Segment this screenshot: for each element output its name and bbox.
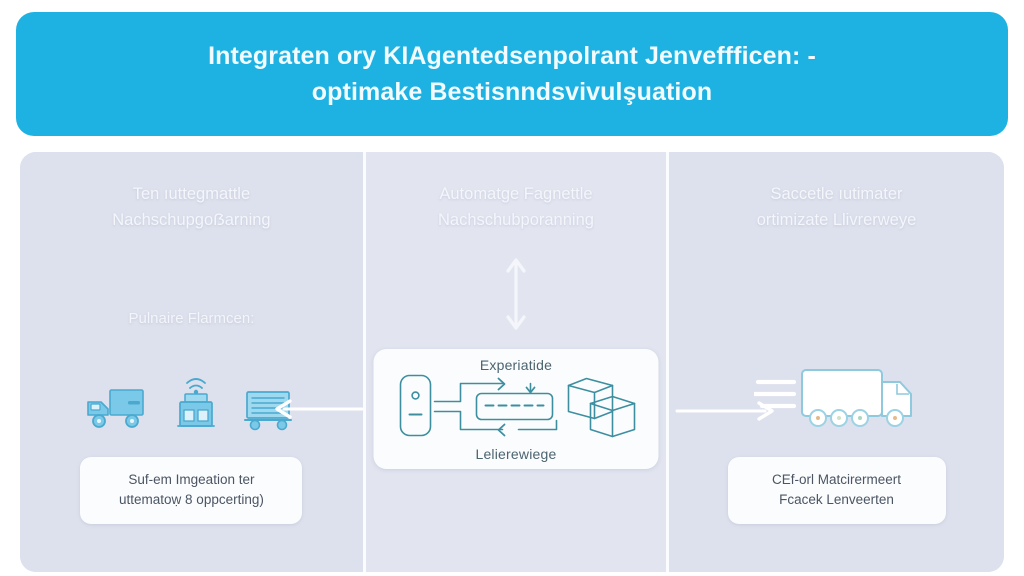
panel-left-heading: Ten ıuttegmattle Nachschupgoẞarning: [20, 182, 363, 233]
panel-center-heading-line1: Automatge Fagnettle: [439, 185, 593, 203]
pallet-cart-icon: [242, 386, 298, 437]
panel-right-icon-row: [669, 358, 1004, 438]
panel-left-sub-label: Pulnaire Flarmcen:: [128, 310, 255, 327]
mobile-device-icon: [400, 374, 432, 437]
panel-left-card-line1: Suf-em Imgeation ter: [128, 471, 255, 487]
panel-divider-1: [362, 152, 366, 572]
panel-right-heading: Saccetle ıutimater ortimizate Llivrerwey…: [669, 182, 1004, 233]
arrow-pointing-left: [270, 397, 365, 421]
panel-center-heading: Automatge Fagnettle Nachschubporanning: [366, 182, 666, 233]
package-boxes-icon: [568, 377, 636, 438]
warehouse-wifi-icon: [172, 370, 220, 437]
panel-left: Ten ıuttegmattle Nachschupgoẞarning Puln…: [20, 152, 365, 572]
panel-center-card: Experiatide: [373, 349, 659, 469]
content-board: Ten ıuttegmattle Nachschupgoẞarning Puln…: [20, 152, 1004, 572]
panel-divider-2: [666, 152, 670, 572]
header-banner: Integraten ory KIAgentedsenpolrant Jenve…: [16, 12, 1008, 136]
panel-left-info-card: Suf-em Imgeation ter uttematoẉ 8 oppcert…: [80, 456, 303, 524]
panel-right-info-card: CEf-orl Matcirermeert Fcacek Lenveerten: [727, 456, 946, 524]
panel-right-card-line2: Fcacek Lenveerten: [779, 491, 894, 507]
panel-left-heading-line1: Ten ıuttegmattle: [132, 185, 251, 203]
panel-left-card-line2: uttematoẉ 8 oppcerting): [119, 491, 264, 507]
header-title-line2: optimake Bestisnndsvivulşuation: [311, 78, 713, 106]
delivery-truck-icon: [84, 382, 150, 437]
center-card-label-bottom: Lelierewiege: [475, 446, 557, 462]
panel-right: Saccetle ıutimater ortimizate Llivrerwey…: [669, 152, 1004, 572]
panel-right-card-line1: CEf-orl Matcirermeert: [772, 471, 902, 487]
double-headed-vertical-arrow-icon: [501, 255, 531, 333]
automation-flow-diagram: [391, 368, 641, 451]
panel-right-heading-line2: ortimizate Llivrerweye: [756, 210, 917, 229]
panel-left-icon-row: [20, 357, 363, 437]
header-title-line1: Integraten ory KIAgentedsenpolrant Jenve…: [208, 41, 816, 70]
panel-center-heading-line2: Nachschubporanning: [437, 210, 594, 229]
panel-center: Automatge Fagnettle Nachschubporanning E…: [365, 152, 667, 572]
speeding-truck-icon: [751, 360, 919, 437]
center-card-label-top: Experiatide: [479, 357, 553, 373]
processing-unit-icon: [476, 392, 554, 421]
panel-left-heading-line2: Nachschupgoẞarning: [112, 210, 271, 229]
panel-right-heading-line1: Saccetle ıutimater: [770, 185, 903, 203]
